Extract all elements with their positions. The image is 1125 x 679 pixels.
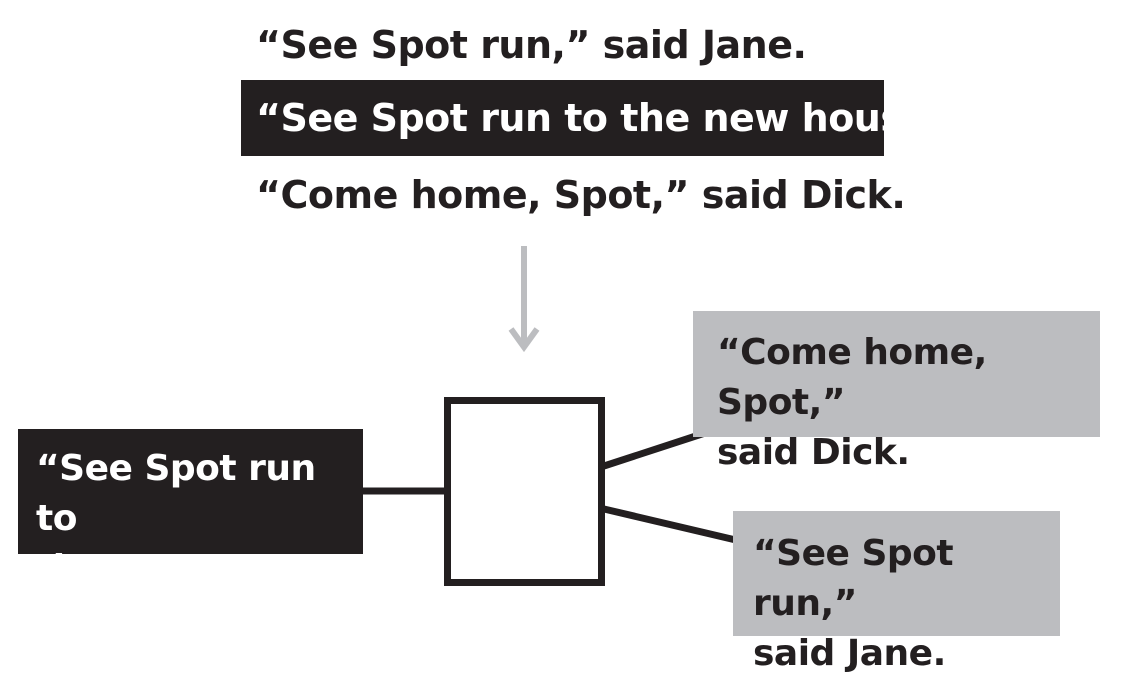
connector-lower-output: [603, 505, 741, 545]
output-box-upper-line-2: said Dick.: [717, 432, 910, 473]
top-line-dick: “Come home, Spot,” said Dick.: [256, 173, 906, 217]
highlighted-line-text: “See Spot run to the new house.”: [256, 96, 967, 140]
top-line-jane: “See Spot run,” said Jane.: [256, 23, 807, 67]
down-arrow-icon: [508, 246, 540, 353]
connector-upper-output: [602, 429, 707, 470]
output-box-lower-line-1: “See Spot run,”: [753, 533, 954, 624]
output-box-upper: “Come home, Spot,” said Dick.: [693, 311, 1100, 473]
connector-lines: [360, 246, 741, 545]
input-box-line-1: “See Spot run to: [36, 448, 316, 539]
output-box-upper-line-1: “Come home, Spot,”: [717, 332, 987, 423]
highlighted-line: “See Spot run to the new house.”: [241, 80, 967, 156]
down-arrow-head: [508, 327, 540, 353]
input-box: “See Spot run to the new house.”: [18, 429, 363, 639]
processing-box: [444, 397, 605, 586]
output-box-lower: “See Spot run,” said Jane.: [733, 511, 1060, 674]
output-box-lower-line-2: said Jane.: [753, 633, 946, 674]
input-box-line-2: the new house.”: [36, 548, 196, 639]
